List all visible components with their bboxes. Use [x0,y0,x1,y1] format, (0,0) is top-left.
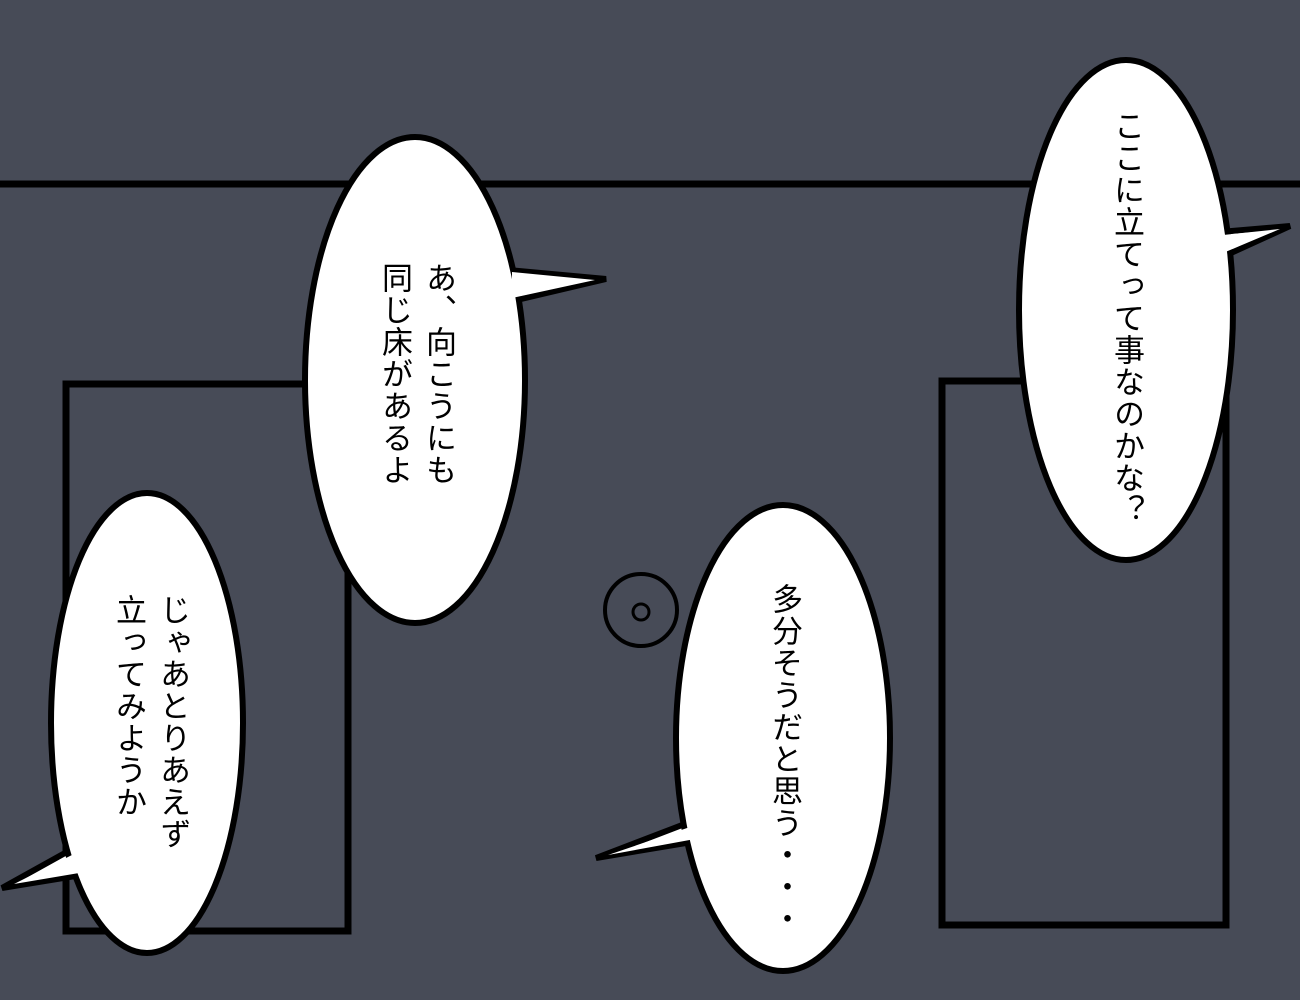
speech-bubble-top-right [1016,57,1292,563]
bubble-text-bottom-left: じゃあとりあえず立ってみようか [106,594,194,850]
speech-bubble-bottom-left [0,490,246,956]
bubble-line: 多分そうだと思う・・・ [766,583,802,935]
speech-bubble-top-middle [302,134,607,626]
bubble-line: 同じ床があるよ [376,262,412,486]
bubble-line: ここに立てって事なのかな？ [1108,110,1144,526]
bubble-text-top-middle: あ、向こうにも同じ床があるよ [372,262,460,486]
bubble-text-top-right: ここに立てって事なのかな？ [1104,110,1148,526]
bubble-line: あ、向こうにも [420,262,456,486]
bubble-line: じゃあとりあえず [154,594,190,850]
bubble-text-bottom-middle: 多分そうだと思う・・・ [762,583,806,935]
bubble-line: 立ってみようか [110,594,146,818]
speech-bubble-bottom-middle [594,502,893,974]
floor-circle-marker [603,572,679,648]
